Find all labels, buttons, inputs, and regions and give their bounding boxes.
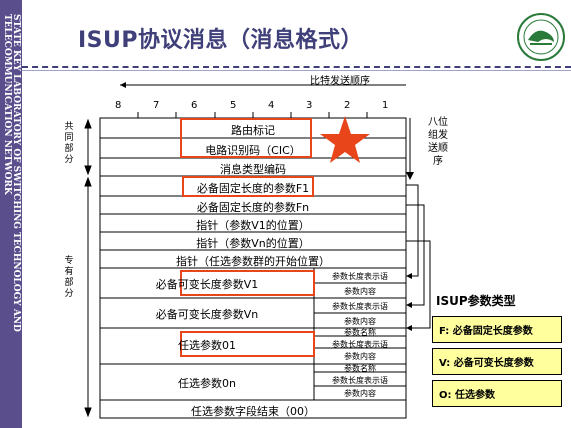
legend-item-fixed: F: 必备固定长度参数 [432,316,562,343]
bit-number: 6 [191,100,198,111]
row-end-optional: 任选参数字段结束（00） [191,405,315,418]
bit-number: 8 [115,100,122,111]
bit-number: 3 [306,100,313,111]
row-pointer-v1: 指针（参数V1的位置） [196,219,310,232]
row-cic: 电路识别码（CIC） [205,144,301,157]
length-indicator-label: 参数长度表示语 [332,272,388,281]
bit-number: 2 [344,100,351,111]
row-fixed-f1: 必备固定长度的参数F1 [196,182,310,195]
legend-title: ISUP参数类型 [436,294,516,308]
content-label: 参数内容 [344,287,376,296]
legend-item-variable: V: 必备可变长度参数 [432,348,562,375]
page-title: ISUP协议消息（消息格式） [78,28,364,53]
row-message-type: 消息类型编码 [220,163,286,176]
row-variable-v1: 必备可变长度参数V1 [155,278,259,291]
pointer-arrows [406,184,431,329]
title-divider [22,66,571,68]
legend-item-optional: O: 任选参数 [432,380,562,407]
content-label: 参数内容 [344,389,376,398]
row-optional-0n: 任选参数0n [178,377,236,390]
bit-number: 5 [230,100,237,111]
university-logo-icon [517,13,565,61]
name-label: 参数名称 [344,328,376,337]
content-label: 参数内容 [344,317,376,326]
row-fixed-fn: 必备固定长度的参数Fn [196,201,310,214]
bit-order-arrowhead [120,82,126,88]
highlight-star-icon [320,116,370,163]
length-indicator-label: 参数长度表示语 [332,376,388,385]
content-label: 参数内容 [344,352,376,361]
bit-number: 1 [382,100,389,111]
octet-order-label: 八位 组发 送顺 序 [428,117,448,167]
bit-order-label: 比特发送顺序 [310,76,370,87]
specific-part-label: 专 有 部 分 [64,256,74,299]
bit-number: 7 [153,100,160,111]
row-variable-vn: 必备可变长度参数Vn [155,308,259,321]
row-pointer-vn: 指针（参数Vn的位置） [196,237,310,250]
common-part-label: 共 同 部 分 [64,122,74,165]
octet-order-arrow [406,118,414,180]
length-indicator-label: 参数长度表示语 [332,302,388,311]
bit-number: 4 [268,100,275,111]
row-pointer-optional: 指针（任选参数群的开始位置） [176,255,330,268]
sidebar-lab-name: STATE KEY LABORATORY OF SWITCHING TECHNO… [2,14,21,332]
name-label: 参数名称 [344,364,376,373]
row-optional-01: 任选参数01 [178,339,236,352]
length-indicator-label: 参数长度表示语 [332,340,388,349]
title-divider-thin [22,70,571,71]
highlight-boxes [180,118,315,357]
row-routing-label: 路由标记 [231,124,275,137]
part-braces [84,118,92,418]
sidebar-band: STATE KEY LABORATORY OF SWITCHING TECHNO… [0,0,22,428]
bit-scale [100,112,406,119]
